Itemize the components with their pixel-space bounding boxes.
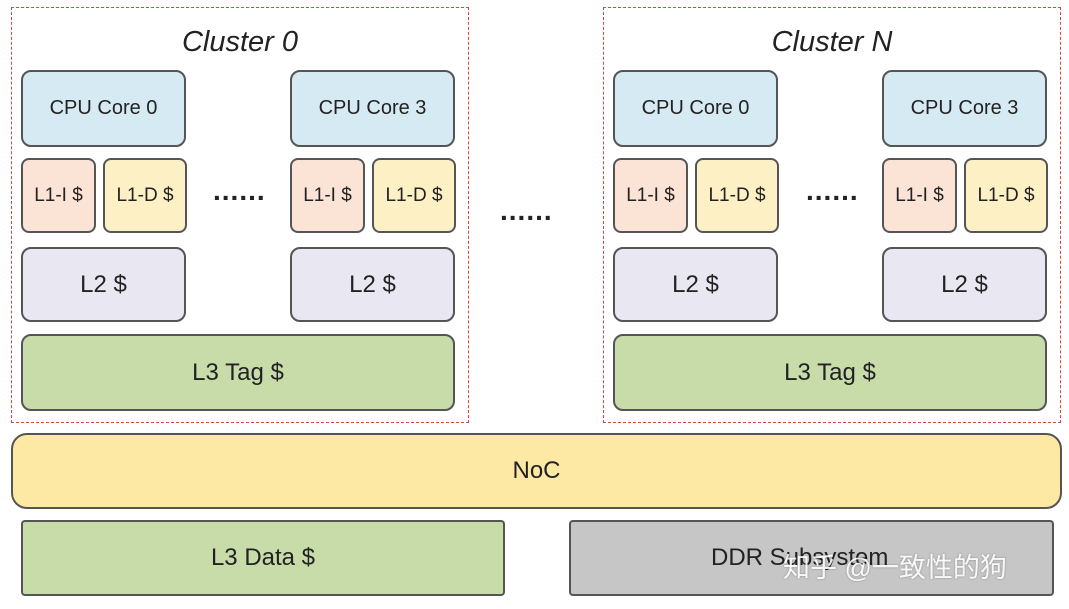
cluster-0-core-right-l1i-cache: L1-I $ (290, 158, 365, 233)
l3-data-cache: L3 Data $ (21, 520, 505, 596)
cluster-n: Cluster N (603, 7, 1061, 423)
cluster-n-title: Cluster N (771, 26, 893, 58)
cluster-n-core-right-l1d-cache: L1-D $ (964, 158, 1048, 233)
zhihu-watermark: 知乎 @一致性的狗 (783, 553, 1007, 583)
cluster-0-core-right-l2-cache: L2 $ (290, 247, 455, 322)
cluster-n-cpu-core-right: CPU Core 3 (882, 70, 1047, 147)
cluster-0-l3-tag-cache: L3 Tag $ (21, 334, 455, 411)
cluster-0: Cluster 0 (11, 7, 469, 423)
cluster-0-core-left-l1i-cache: L1-I $ (21, 158, 96, 233)
cluster-0-core-right-l1d-cache: L1-D $ (372, 158, 456, 233)
between-clusters-ellipsis: ...... (500, 195, 553, 226)
cluster-0-cpu-core-left: CPU Core 0 (21, 70, 186, 147)
cluster-n-core-right-l1i-cache: L1-I $ (882, 158, 957, 233)
cluster-0-title: Cluster 0 (181, 26, 299, 58)
cluster-n-cpu-core-left: CPU Core 0 (613, 70, 778, 147)
cluster-n-core-left-l1d-cache: L1-D $ (695, 158, 779, 233)
cluster-0-core-left-l2-cache: L2 $ (21, 247, 186, 322)
cluster-n-core-right-l2-cache: L2 $ (882, 247, 1047, 322)
cluster-n-core-ellipsis: ...... (806, 175, 859, 206)
cluster-0-core-left-l1d-cache: L1-D $ (103, 158, 187, 233)
cluster-n-l3-tag-cache: L3 Tag $ (613, 334, 1047, 411)
ddr-subsystem: DDR Subsystem (569, 520, 1054, 596)
cluster-0-core-ellipsis: ...... (213, 175, 266, 206)
cluster-n-core-left-l2-cache: L2 $ (613, 247, 778, 322)
cluster-n-core-left-l1i-cache: L1-I $ (613, 158, 688, 233)
noc-interconnect: NoC (11, 433, 1062, 509)
cluster-0-cpu-core-right: CPU Core 3 (290, 70, 455, 147)
